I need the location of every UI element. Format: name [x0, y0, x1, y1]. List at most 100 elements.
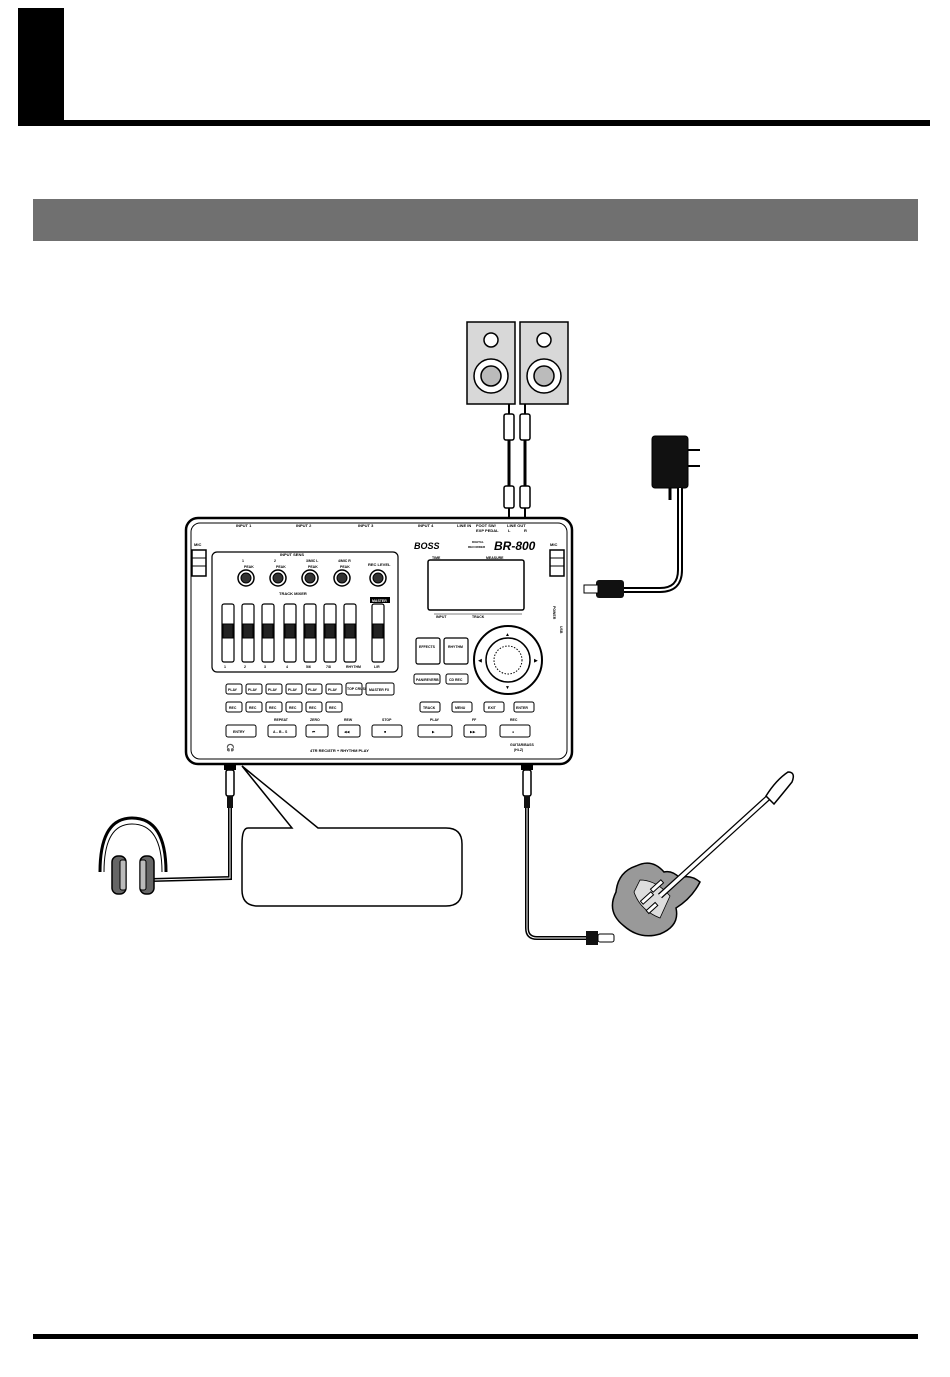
menu-button[interactable] — [451, 701, 473, 713]
exit-button[interactable] — [483, 701, 505, 713]
svg-text:A↔B↔S: A↔B↔S — [273, 730, 288, 734]
stop-label: STOP — [382, 718, 392, 722]
logo-sub1: DIGITAL — [472, 540, 484, 544]
label-input3: INPUT 3 — [358, 523, 374, 528]
master-label: MASTER — [372, 599, 387, 603]
peak-label: PEAK — [244, 565, 254, 569]
hi-z-label: (Hi-Z) — [514, 748, 523, 752]
svg-text:◀: ◀ — [478, 658, 482, 664]
fader-knob[interactable] — [242, 623, 254, 639]
rec-track-button[interactable] — [225, 701, 243, 713]
play-track-label: PLAY — [248, 688, 258, 692]
track-button[interactable] — [419, 701, 441, 713]
master-fx-button[interactable] — [365, 682, 395, 696]
cd-rec-button[interactable] — [445, 673, 469, 685]
fader-label: 4 — [286, 665, 288, 669]
svg-text:⏮: ⏮ — [312, 730, 316, 734]
ac-adaptor-icon — [583, 435, 700, 598]
play-track-button[interactable] — [325, 683, 343, 695]
svg-text:▶: ▶ — [432, 730, 435, 734]
fader-knob[interactable] — [262, 623, 274, 639]
mixer-panel — [211, 551, 399, 673]
pan-reverb-button[interactable] — [413, 673, 441, 685]
effects-button[interactable] — [415, 637, 441, 665]
repeat-button[interactable] — [267, 724, 297, 738]
rec-track-button[interactable] — [265, 701, 283, 713]
enter-button[interactable] — [513, 701, 535, 713]
cursor-dial[interactable]: ▲ ▼ ◀ ▶ — [473, 625, 543, 695]
speaker-right-icon — [519, 321, 569, 405]
rec-level-knob-cap — [372, 572, 384, 584]
svg-text:▲: ▲ — [505, 632, 510, 638]
fader-knob[interactable] — [344, 623, 356, 639]
svg-text:TIME: TIME — [432, 556, 441, 560]
usb-label: USB — [559, 626, 563, 634]
knob-label: 1 — [242, 559, 244, 563]
fader-label: 3 — [264, 665, 266, 669]
headphone-icon: 🎧 — [226, 743, 235, 752]
fader-knob[interactable] — [304, 623, 316, 639]
top-crush-button[interactable] — [345, 682, 363, 696]
play-track-button[interactable] — [265, 683, 283, 695]
fader-label: 2 — [244, 665, 246, 669]
svg-text:EXIT: EXIT — [488, 706, 497, 710]
footer-rule — [33, 1334, 918, 1339]
svg-text:MASTER FX: MASTER FX — [369, 688, 390, 692]
rec-track-button[interactable] — [245, 701, 263, 713]
rhythm-button[interactable] — [443, 637, 469, 665]
svg-text:●: ● — [512, 730, 514, 734]
svg-text:RHYTHM: RHYTHM — [448, 645, 463, 649]
svg-text:CD REC: CD REC — [449, 678, 463, 682]
electric-guitar-icon — [611, 771, 795, 937]
label-line-out: LINE OUT — [507, 523, 526, 528]
rec-track-label: REC — [229, 706, 237, 710]
svg-text:◀◀: ◀◀ — [344, 730, 350, 734]
peak-label: PEAK — [308, 565, 318, 569]
fader-knob[interactable] — [222, 623, 234, 639]
svg-text:▼: ▼ — [505, 685, 510, 691]
fader-knob[interactable] — [324, 623, 336, 639]
svg-text:MEASURE: MEASURE — [486, 556, 504, 560]
svg-text:MENU: MENU — [455, 706, 466, 710]
fader-label: 1 — [224, 665, 226, 669]
gain-knob-cap — [336, 572, 348, 584]
lcd-display — [427, 559, 525, 611]
fader-knob[interactable] — [284, 623, 296, 639]
rec-track-label: REC — [249, 706, 257, 710]
rec-track-label: REC — [329, 706, 337, 710]
rec-track-button[interactable] — [325, 701, 343, 713]
rew-label: REW — [344, 718, 353, 722]
label-l: L — [508, 528, 511, 533]
play-button[interactable] — [417, 724, 453, 738]
fader-label: 5/6 — [306, 665, 311, 669]
play-track-button[interactable] — [305, 683, 323, 695]
rec-level-label: REC LEVEL — [368, 562, 391, 567]
play-track-button[interactable] — [245, 683, 263, 695]
rec-track-button[interactable] — [305, 701, 323, 713]
zero-button[interactable] — [305, 724, 329, 738]
label-exp-pedal: EXP PEDAL — [476, 528, 499, 533]
ff-button[interactable] — [463, 724, 487, 738]
model-name: BR-800 — [494, 539, 536, 553]
fader-knob[interactable] — [372, 623, 384, 639]
svg-text:■: ■ — [384, 730, 386, 734]
entry-button[interactable] — [225, 724, 257, 738]
svg-text:MIC: MIC — [194, 542, 201, 547]
play-track-button[interactable] — [285, 683, 303, 695]
peak-label: PEAK — [276, 565, 286, 569]
rec-button[interactable] — [499, 724, 531, 738]
play-rec-buttons[interactable]: PLAYRECPLAYRECPLAYRECPLAYRECPLAYRECPLAYR… — [225, 683, 343, 713]
mic-left: MIC — [191, 542, 207, 577]
play-track-label: PLAY — [268, 688, 278, 692]
svg-text:TRACK: TRACK — [423, 706, 436, 710]
play-track-button[interactable] — [225, 683, 243, 695]
svg-text:EFFECTS: EFFECTS — [419, 645, 436, 649]
gain-knob-cap — [240, 572, 252, 584]
rew-button[interactable] — [337, 724, 361, 738]
stop-button[interactable] — [371, 724, 403, 738]
boss-logo: BOSS — [414, 541, 440, 551]
rec-track-button[interactable] — [285, 701, 303, 713]
